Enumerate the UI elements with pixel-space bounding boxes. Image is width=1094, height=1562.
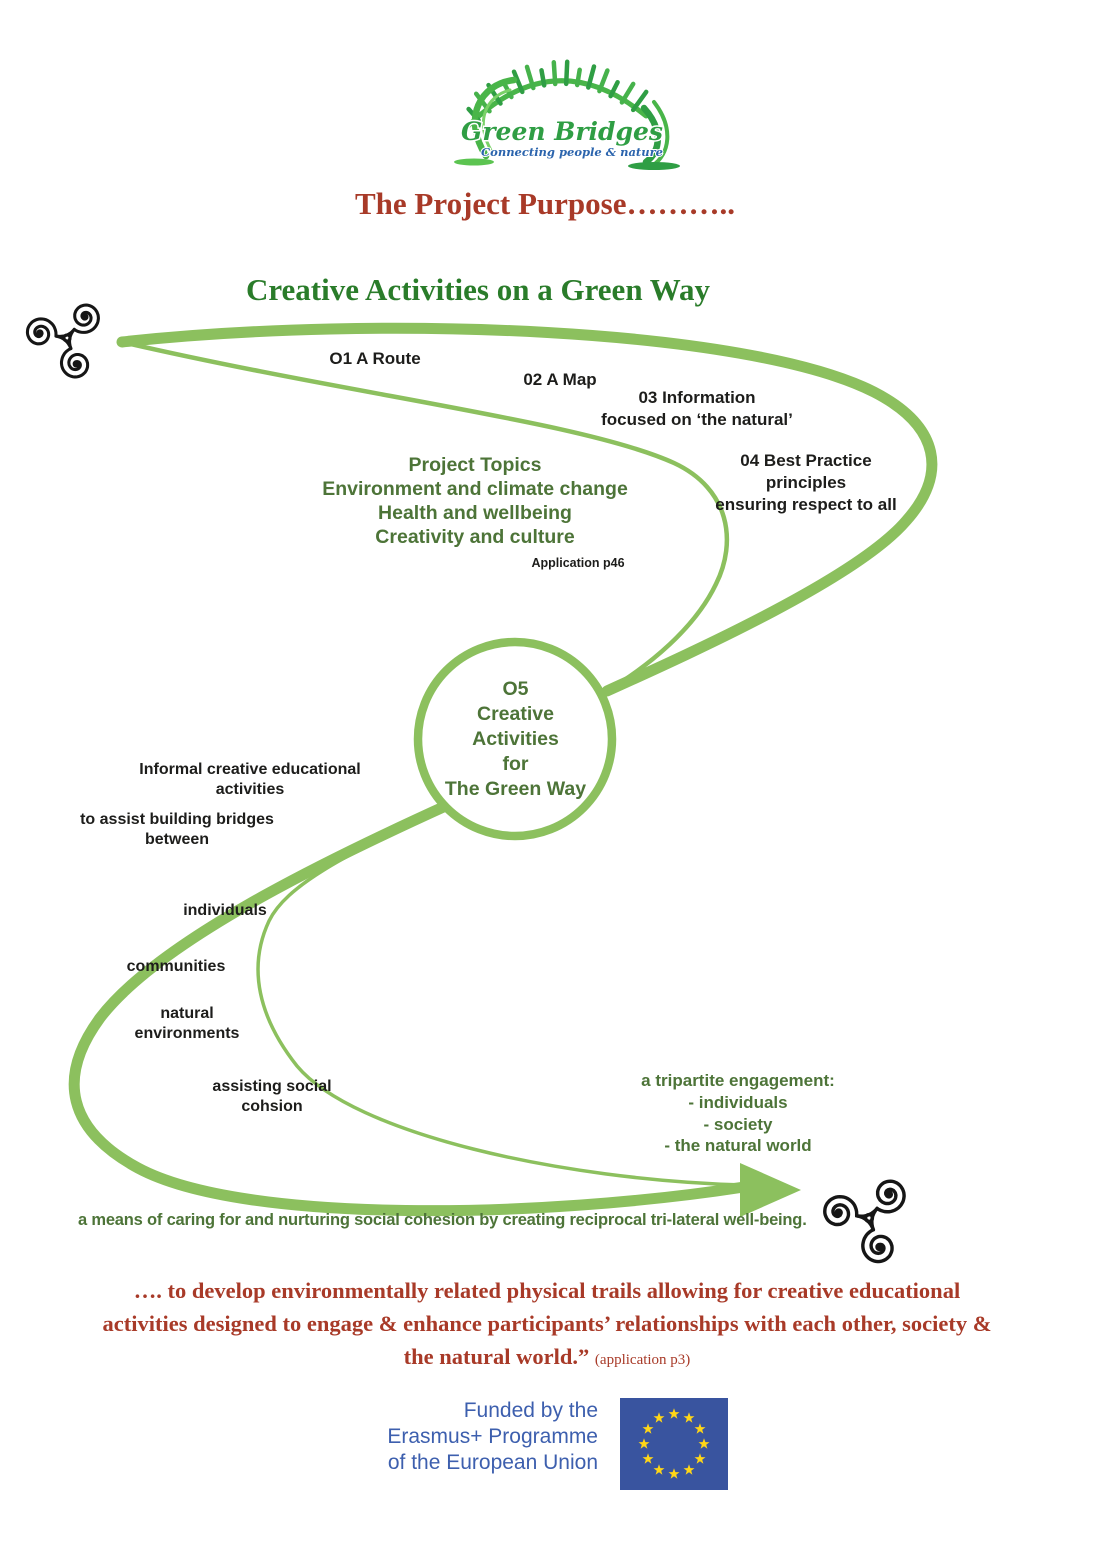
label-natural-environments: natural environments [135, 1004, 240, 1045]
label-line: focused on ‘the natural’ [601, 409, 793, 429]
page-title: The Project Purpose……….. [355, 186, 735, 221]
center-dot [863, 1212, 875, 1224]
label-line: between [144, 831, 210, 849]
eu-flag-stars [638, 1408, 710, 1479]
spiral-dot [834, 1208, 843, 1217]
eu-star [668, 1408, 680, 1419]
spiral-dot [72, 360, 81, 368]
logo-tagline: Connecting people & nature [481, 145, 663, 159]
quote-line: …. to develop environmentally related ph… [133, 1278, 961, 1303]
label-line: principles [765, 472, 847, 492]
page-subtitle: Creative Activities on a Green Way [245, 272, 711, 307]
label-line: 04 Best Practice [740, 451, 872, 470]
arch-blade [586, 64, 597, 90]
eu-star [668, 1468, 680, 1479]
label-line: Health and wellbeing [378, 502, 572, 524]
quote-line: activities designed to engage & enhance … [102, 1311, 992, 1336]
caption-social-cohesion: a means of caring for and nurturing soci… [78, 1211, 807, 1229]
arch-blade [619, 81, 636, 105]
label-line: Erasmus+ Programme [387, 1425, 598, 1448]
arch-blade [574, 67, 582, 88]
label-o4-best-practice: 04 Best Practice principles ensuring res… [715, 450, 896, 515]
spiral-dot [875, 1242, 884, 1252]
lower-loop-outer-curve [68, 798, 750, 1217]
label-o3-information: 03 Information focused on ‘the natural’ [601, 387, 793, 431]
eu-star [653, 1412, 665, 1423]
arch-blade [597, 68, 610, 94]
label-line: O5 [502, 677, 529, 700]
label-o2-map: 02 A Map [523, 370, 597, 389]
label-communities: communities [126, 958, 226, 975]
label-line: for [502, 752, 529, 775]
label-line: of the European Union [387, 1451, 598, 1474]
quote-reference: (application p3) [594, 1352, 691, 1368]
eu-star [642, 1423, 654, 1434]
label-line: 03 Information [638, 388, 756, 407]
label-line: Activities [472, 727, 559, 750]
label-line: natural [160, 1005, 214, 1022]
application-note: Application p46 [531, 556, 625, 570]
upper-loop-outer-curve [116, 322, 938, 697]
label-line: - the natural world [664, 1136, 812, 1156]
label-line: Project Topics [408, 454, 542, 476]
label-line: assisting social [212, 1078, 332, 1095]
arch-blade [608, 79, 620, 99]
label-line: ensuring respect to all [715, 494, 897, 514]
label-line: environments [134, 1025, 240, 1043]
green-bridges-logo: Green Bridges Connecting people & nature [454, 59, 680, 170]
label-line: cohsion [241, 1098, 303, 1116]
label-line: - society [703, 1114, 773, 1134]
central-circle [413, 637, 617, 841]
eu-star [694, 1423, 706, 1434]
spiral-dot [884, 1190, 894, 1199]
label-informal-activities: Informal creative educational activities [139, 760, 360, 801]
label-line: Informal creative educational [139, 761, 361, 778]
arch-blade [539, 68, 547, 88]
quote-line: the natural world.” (application p3) [0, 1340, 1094, 1377]
arch-blade [630, 89, 649, 113]
triskelion-icon [823, 1179, 906, 1264]
label-line: activities [215, 781, 285, 799]
label-building-bridges: to assist building bridges between [80, 810, 274, 851]
label-line: The Green Way [444, 777, 587, 800]
arch-blade [551, 60, 558, 87]
central-circle-text: O5 Creative Activities for The Green Way [418, 643, 613, 835]
arch-blade [563, 59, 570, 87]
spiral-dot [80, 313, 89, 321]
label-line: - individuals [688, 1092, 788, 1112]
eu-star [694, 1453, 706, 1464]
label-line: a tripartite engagement: [641, 1071, 835, 1090]
eu-star [653, 1464, 665, 1475]
label-social-cohesion: assisting social cohsion [212, 1077, 331, 1118]
arch-blade [511, 69, 525, 95]
upper-loop-inner-curve [119, 339, 730, 694]
label-o1-route: O1 A Route [329, 349, 421, 368]
eu-star [683, 1464, 695, 1475]
triskelion-icon [25, 303, 100, 379]
lower-loop-inner-curve [256, 802, 746, 1187]
eu-star [642, 1453, 654, 1464]
project-topics: Project Topics Environment and climate c… [322, 453, 628, 549]
eu-star [638, 1438, 650, 1449]
label-line: to assist building bridges [80, 811, 274, 828]
label-tripartite-engagement: a tripartite engagement: - individuals -… [641, 1070, 835, 1157]
label-line: Funded by the [463, 1399, 598, 1422]
eu-star [683, 1412, 695, 1423]
label-line: Creativity and culture [375, 526, 575, 548]
eu-star [698, 1438, 710, 1449]
logo-wordmark: Green Bridges [461, 117, 663, 146]
arrowhead-icon [740, 1163, 801, 1217]
eu-flag-icon [620, 1398, 728, 1490]
funding-statement: Funded by the Erasmus+ Programme of the … [330, 1398, 598, 1476]
spiral-dot [36, 329, 44, 337]
label-individuals: individuals [183, 902, 267, 919]
purpose-quote: …. to develop environmentally related ph… [0, 1274, 1094, 1377]
center-dot [62, 333, 72, 343]
label-line: Environment and climate change [322, 478, 628, 500]
quote-line-end: the natural world.” [403, 1344, 590, 1369]
label-line: Creative [477, 702, 554, 725]
arch-blade [524, 64, 536, 91]
